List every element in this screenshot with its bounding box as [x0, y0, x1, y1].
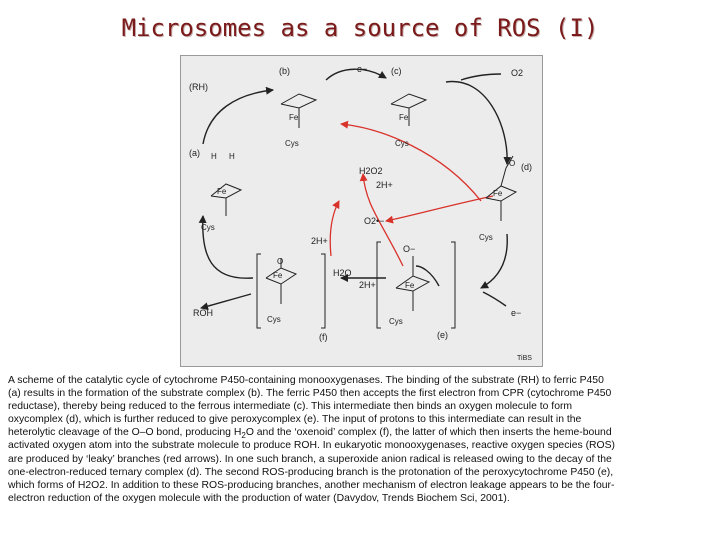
- caption-line: one-electron-reduced ternary complex (d)…: [8, 466, 614, 478]
- label-2h-bottom: 2H+: [359, 280, 376, 290]
- cycle-arrows: [198, 68, 512, 311]
- atom-cys-f: Cys: [267, 315, 281, 324]
- caption-text: heterolytic cleavage of the O–O bond, pr…: [8, 427, 242, 439]
- arrow-2h-in: [415, 265, 440, 287]
- atom-fe-c: Fe: [399, 113, 409, 122]
- atom-cys-c: Cys: [395, 139, 409, 148]
- arrow-c-to-d: [445, 80, 512, 165]
- label-credit: TiBS: [517, 355, 532, 362]
- leak-arrow-superoxide: [385, 195, 494, 224]
- arrow-d-to-e: [480, 233, 508, 289]
- atom-o-f: O: [277, 257, 283, 266]
- atom-h-a1: H: [211, 152, 217, 161]
- label-roh: ROH: [193, 308, 213, 318]
- arrow-e-bottom-in: [482, 291, 507, 307]
- arrow-f-to-a: [198, 215, 254, 279]
- caption-line: oxycomplex (d), which is further reduced…: [8, 414, 582, 426]
- arrow-roh-out: [200, 293, 252, 311]
- leak-arrow-peroxide: [359, 173, 404, 267]
- ros-leak-arrows: [329, 120, 494, 267]
- caption-text: O and the ‘oxenoid’ complex (f), the lat…: [245, 427, 612, 439]
- label-rh: (RH): [189, 82, 208, 92]
- atom-cys-a: Cys: [201, 223, 215, 232]
- arrow-o2-in: [460, 73, 502, 81]
- label-electron-bottom: e−: [511, 308, 521, 318]
- label-h2o2: H2O2: [359, 166, 383, 176]
- atom-cys-e: Cys: [389, 317, 403, 326]
- label-2h-left: 2H+: [311, 236, 328, 246]
- atom-fe-d: Fe: [493, 189, 503, 198]
- caption-line: reductase), thereby being reduced to the…: [8, 401, 573, 413]
- atom-h-a2: H: [229, 152, 235, 161]
- atom-o-d: O: [509, 159, 515, 168]
- figure-caption: A scheme of the catalytic cycle of cytoc…: [8, 374, 714, 505]
- atom-cys-b: Cys: [285, 139, 299, 148]
- caption-line: A scheme of the catalytic cycle of cytoc…: [8, 375, 604, 386]
- caption-line: activated oxygen atom into the substrate…: [8, 440, 616, 452]
- caption-line: which forms of H2O2. In addition to thes…: [8, 479, 615, 491]
- label-a: (a): [189, 148, 200, 158]
- label-b: (b): [279, 66, 290, 76]
- label-c: (c): [391, 66, 402, 76]
- caption-line: (a) results in the formation of the subs…: [8, 388, 612, 400]
- label-o-minus: O−: [403, 244, 415, 254]
- caption-line: are produced by ‘leaky’ branches (red ar…: [8, 453, 612, 465]
- label-2h-mid: 2H+: [376, 180, 393, 190]
- label-d: (d): [521, 162, 532, 172]
- arrow-b-to-c: [325, 68, 387, 81]
- caption-line: electron reduction of the oxygen molecul…: [8, 492, 510, 504]
- atom-fe-f: Fe: [273, 271, 283, 280]
- label-electron-top: e−: [357, 64, 367, 74]
- label-o2: O2: [511, 68, 523, 78]
- label-f: (f): [319, 332, 328, 342]
- heme-structures: [210, 93, 518, 311]
- caption-line: heterolytic cleavage of the O–O bond, pr…: [8, 426, 714, 441]
- atom-fe-a: Fe: [217, 187, 227, 196]
- atom-fe-b: Fe: [289, 113, 299, 122]
- label-superoxide: O2•−: [364, 216, 384, 226]
- atom-cys-d: Cys: [479, 233, 493, 242]
- p450-cycle-diagram: (b) (c) (a) (d) (e) (f) (RH) ROH e− O2 H…: [180, 55, 543, 367]
- slide-title: Microsomes as a source of ROS (I): [121, 14, 599, 42]
- label-e: (e): [437, 330, 448, 340]
- leak-arrow-down: [329, 200, 340, 257]
- atom-fe-e: Fe: [405, 281, 415, 290]
- complex-brackets: [256, 241, 456, 329]
- arrow-a-to-b: [202, 86, 274, 145]
- label-h2o: H2O: [333, 268, 352, 278]
- caption-subscript: 2: [241, 431, 246, 441]
- leak-arrow-return: [340, 120, 482, 202]
